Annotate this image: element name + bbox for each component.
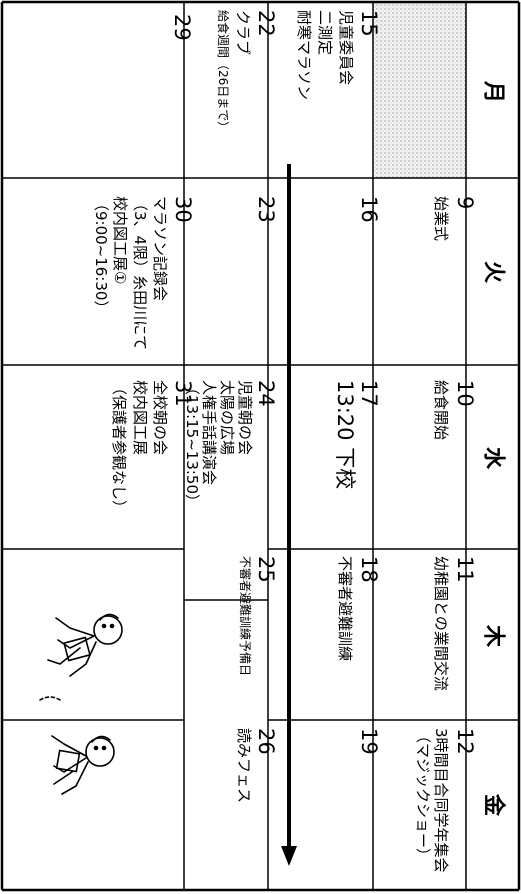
day-cell-22: 22 クラブ 給食週間（26日まで） xyxy=(216,10,278,133)
day-event: 13:20 下校 xyxy=(333,380,357,489)
day-event: マラソン記録会 xyxy=(151,196,169,301)
day-event: 不審者避難訓練予備日 xyxy=(238,556,253,676)
day-cell-17: 17 13:20 下校 xyxy=(333,380,381,489)
day-number: 16 xyxy=(357,196,381,223)
children-running-illustration xyxy=(39,613,123,795)
day-number: 18 xyxy=(357,556,381,583)
day-event: 二測定 xyxy=(316,10,334,55)
day-event: 不審者避難訓練 xyxy=(336,556,354,661)
day-event: 給食開始 xyxy=(432,380,450,440)
day-number: 17 xyxy=(357,380,381,407)
day-cell-31: 31 全校朝の会 校内図工展 （保護者参観なし） xyxy=(110,380,195,515)
day-cell-19: 19 xyxy=(357,728,381,755)
day-cell-26: 26 読みフェス xyxy=(235,728,278,803)
day-number: 10 xyxy=(453,380,477,407)
empty-day-cell xyxy=(373,2,466,178)
day-number: 30 xyxy=(171,196,195,223)
day-event: 太陽の広場 xyxy=(218,380,236,455)
weekday-header-tuesday: 火 xyxy=(481,261,506,283)
day-event: クラブ xyxy=(234,10,252,55)
day-cell-10: 10 給食開始 xyxy=(432,380,477,440)
day-event: 校内図工展① xyxy=(111,196,129,284)
day-cell-25: 25 不審者避難訓練予備日 xyxy=(238,556,278,676)
day-cell-29: 29 xyxy=(170,14,194,41)
day-cell-18: 18 不審者避難訓練 xyxy=(336,556,381,661)
day-event: 給食週間（26日まで） xyxy=(216,10,231,133)
day-event: 全校朝の会 xyxy=(151,380,169,455)
weekday-header-monday: 月 xyxy=(481,80,506,103)
day-event: （3、4限）糸田川にて xyxy=(131,196,149,350)
weekday-header-column xyxy=(466,2,519,890)
day-number: 12 xyxy=(453,728,477,755)
day-cell-24: 24 児童朝の会 太陽の広場 人権手話講演会 （13:15~13:50） xyxy=(183,380,278,509)
day-event: （保護者参観なし） xyxy=(110,380,128,515)
day-event: （マジックショー） xyxy=(414,728,432,863)
day-number: 11 xyxy=(453,556,477,583)
day-number: 24 xyxy=(254,380,278,407)
day-number: 22 xyxy=(254,10,278,37)
day-cell-30: 30 マラソン記録会 （3、4限）糸田川にて 校内図工展① （9:00~16:3… xyxy=(92,196,195,350)
day-event: 読みフェス xyxy=(235,728,253,803)
day-event: 3時間目合同学年集会 xyxy=(432,728,450,873)
day-event: （13:15~13:50） xyxy=(183,380,201,509)
day-cell-9: 9 始業式 xyxy=(432,196,477,241)
day-number: 23 xyxy=(254,196,278,223)
day-number: 25 xyxy=(254,556,278,583)
day-number: 15 xyxy=(357,10,381,37)
day-cell-11: 11 幼稚園との業間交流 xyxy=(432,556,477,691)
arrow-down-icon xyxy=(281,164,297,866)
day-event: 幼稚園との業間交流 xyxy=(432,556,450,691)
day-number: 9 xyxy=(453,196,477,209)
day-event: 耐寒マラソン xyxy=(295,10,313,100)
day-event: 児童朝の会 xyxy=(236,380,254,455)
day-event: （9:00~16:30） xyxy=(92,196,110,315)
weekday-header-wednesday: 水 xyxy=(481,447,506,470)
day-event: 始業式 xyxy=(432,196,450,241)
day-cell-16: 16 xyxy=(357,196,381,223)
day-cell-23: 23 xyxy=(254,196,278,223)
day-event: 校内図工展 xyxy=(131,380,149,455)
day-number: 31 xyxy=(171,380,195,407)
day-number: 26 xyxy=(254,728,278,755)
day-cell-12: 12 3時間目合同学年集会 （マジックショー） xyxy=(414,728,477,873)
day-number: 29 xyxy=(170,14,194,41)
day-number: 19 xyxy=(357,728,381,755)
day-event: 児童委員会 xyxy=(337,10,355,85)
weekday-header-friday: 金 xyxy=(481,793,507,817)
weekday-header-thursday: 木 xyxy=(481,624,506,648)
day-cell-15: 15 児童委員会 二測定 耐寒マラソン xyxy=(295,10,381,100)
day-event: 人権手話講演会 xyxy=(200,380,218,485)
